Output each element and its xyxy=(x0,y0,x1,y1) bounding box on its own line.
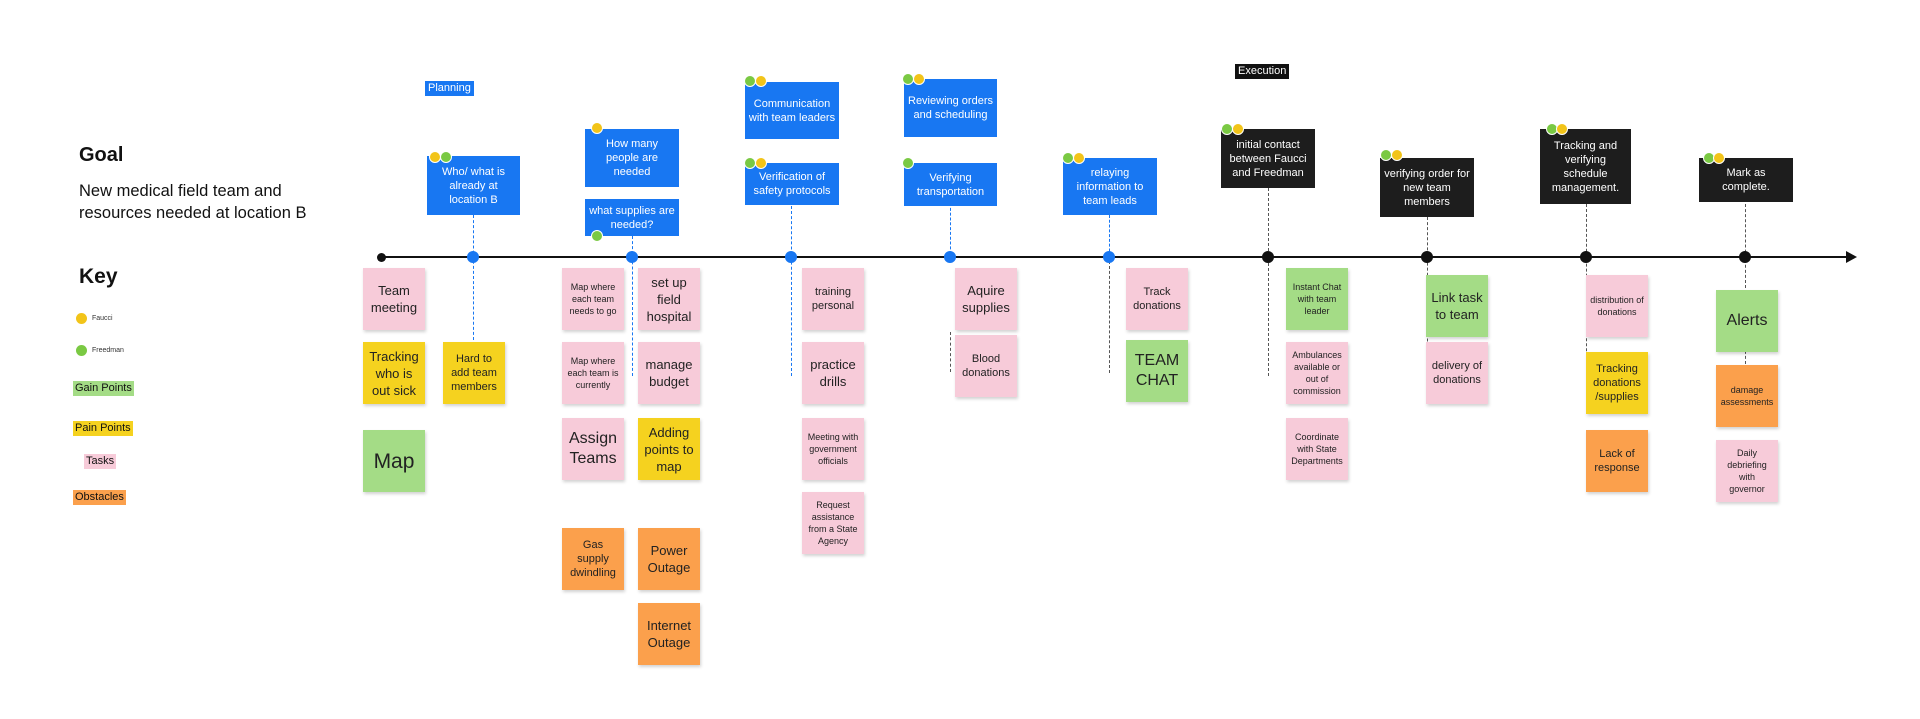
sticky-task[interactable]: set up field hospital xyxy=(638,268,700,330)
timeline-arrow-icon xyxy=(1846,251,1857,263)
sticky-gain-point[interactable]: Instant Chat with team leader xyxy=(1286,268,1348,330)
sticky-task[interactable]: Coordinate with State Departments xyxy=(1286,418,1348,480)
step-card[interactable]: Reviewing orders and scheduling xyxy=(904,79,997,137)
key-freedman-label: Freedman xyxy=(92,347,124,354)
timeline-node xyxy=(1103,251,1115,263)
sticky-obstacle[interactable]: Lack of response xyxy=(1586,430,1648,492)
sticky-task[interactable]: Ambulances available or out of commissio… xyxy=(1286,342,1348,404)
sticky-gain-point[interactable]: Link task to team xyxy=(1426,275,1488,337)
sticky-task[interactable]: Track donations xyxy=(1126,268,1188,330)
connector xyxy=(950,203,951,259)
timeline-node xyxy=(1739,251,1751,263)
connector xyxy=(632,236,633,376)
faucci-dot-icon xyxy=(755,157,767,169)
phase-planning: Planning xyxy=(425,81,474,96)
sticky-task[interactable]: distribution of donations xyxy=(1586,275,1648,337)
key-faucci-label: Faucci xyxy=(92,315,113,322)
key-tasks: Tasks xyxy=(84,454,117,469)
step-card[interactable]: relaying information to team leads xyxy=(1063,158,1157,215)
timeline-node xyxy=(1580,251,1592,263)
sticky-obstacle[interactable]: Power Outage xyxy=(638,528,700,590)
freedman-dot-icon xyxy=(76,345,87,356)
goal-text: New medical field team and resources nee… xyxy=(79,182,307,222)
freedman-dot-icon xyxy=(440,151,452,163)
timeline-node xyxy=(1262,251,1274,263)
step-card[interactable]: Mark as complete. xyxy=(1699,158,1793,202)
connector xyxy=(950,332,951,372)
connector xyxy=(791,206,792,376)
freedman-dot-icon xyxy=(902,157,914,169)
connector xyxy=(1109,261,1110,373)
step-card[interactable]: verifying order for new team members xyxy=(1380,158,1474,217)
key-title: Key xyxy=(79,265,118,288)
sticky-pain-point[interactable]: Tracking who is out sick xyxy=(363,342,425,404)
sticky-pain-point[interactable]: Adding points to map xyxy=(638,418,700,480)
step-card[interactable]: Communication with team leaders xyxy=(745,82,839,139)
sticky-task[interactable]: delivery of donations xyxy=(1426,342,1488,404)
timeline-node xyxy=(1421,251,1433,263)
step-card[interactable]: Who/ what is already at location B xyxy=(427,156,520,215)
sticky-pain-point[interactable]: Hard to add team members xyxy=(443,342,505,404)
sticky-task[interactable]: manage budget xyxy=(638,342,700,404)
sticky-task[interactable]: Blood donations xyxy=(955,335,1017,397)
sticky-task[interactable]: Map where each team needs to go xyxy=(562,268,624,330)
goal-title: Goal xyxy=(79,144,124,166)
step-card[interactable]: initial contact between Faucci and Freed… xyxy=(1221,129,1315,188)
connector xyxy=(1109,215,1110,261)
sticky-gain-point[interactable]: Alerts xyxy=(1716,290,1778,352)
key-obstacles: Obstacles xyxy=(73,490,126,505)
step-card[interactable]: Tracking and verifying schedule manageme… xyxy=(1540,129,1631,204)
key-gain-points: Gain Points xyxy=(73,381,134,396)
sticky-task[interactable]: Map where each team is currently xyxy=(562,342,624,404)
faucci-dot-icon xyxy=(591,122,603,134)
faucci-dot-icon xyxy=(1391,149,1403,161)
connector xyxy=(1745,204,1746,364)
timeline-node xyxy=(944,251,956,263)
connector xyxy=(473,215,474,340)
freedman-dot-icon xyxy=(591,230,603,242)
sticky-task[interactable]: training personal xyxy=(802,268,864,330)
sticky-task[interactable]: Daily debriefing with governor xyxy=(1716,440,1778,502)
faucci-dot-icon xyxy=(913,73,925,85)
sticky-obstacle[interactable]: damage assessments xyxy=(1716,365,1778,427)
faucci-dot-icon xyxy=(755,75,767,87)
faucci-dot-icon xyxy=(1232,123,1244,135)
timeline-node xyxy=(467,251,479,263)
key-pain-points: Pain Points xyxy=(73,421,133,436)
step-card[interactable]: Verifying transportation xyxy=(904,163,997,206)
faucci-dot-icon xyxy=(1713,152,1725,164)
sticky-gain-point[interactable]: TEAM CHAT xyxy=(1126,340,1188,402)
sticky-obstacle[interactable]: Gas supply dwindling xyxy=(562,528,624,590)
timeline-start xyxy=(377,253,386,262)
sticky-gain-point[interactable]: Map xyxy=(363,430,425,492)
step-card[interactable]: How many people are needed xyxy=(585,129,679,187)
sticky-task[interactable]: Aquire supplies xyxy=(955,268,1017,330)
sticky-obstacle[interactable]: Internet Outage xyxy=(638,603,700,665)
sticky-pain-point[interactable]: Tracking donations /supplies xyxy=(1586,352,1648,414)
step-card[interactable]: Verification of safety protocols xyxy=(745,163,839,205)
faucci-dot-icon xyxy=(1073,152,1085,164)
timeline-node xyxy=(626,251,638,263)
step-card[interactable]: what supplies are needed? xyxy=(585,199,679,236)
sticky-task[interactable]: Assign Teams xyxy=(562,418,624,480)
timeline-axis xyxy=(380,256,1850,258)
faucci-dot-icon xyxy=(76,313,87,324)
sticky-task[interactable]: Team meeting xyxy=(363,268,425,330)
phase-execution: Execution xyxy=(1235,64,1290,79)
sticky-task[interactable]: Meeting with government officials xyxy=(802,418,864,480)
timeline-node xyxy=(785,251,797,263)
connector xyxy=(1268,188,1269,376)
faucci-dot-icon xyxy=(1556,123,1568,135)
sticky-task[interactable]: Request assistance from a State Agency xyxy=(802,492,864,554)
sticky-task[interactable]: practice drills xyxy=(802,342,864,404)
